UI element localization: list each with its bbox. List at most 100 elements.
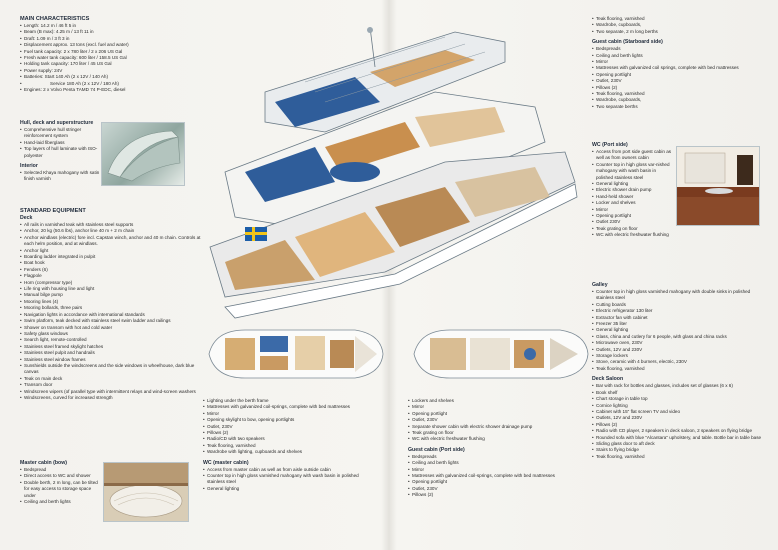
list-item: Windscreen wipers (of parallel type with… xyxy=(20,389,205,396)
list-item: Electric refrigerator 130 liter xyxy=(592,308,764,315)
list-item: Wardrobe with lighting, cupboards and sh… xyxy=(203,449,373,456)
list-item: Radio with CD player, 2 speakers in deck… xyxy=(592,428,764,435)
hull-photo xyxy=(101,122,185,186)
list-item: Teak flooring, varnished xyxy=(592,454,764,461)
list-item: Book shelf xyxy=(592,390,764,397)
list-item: Mooring lines (4) xyxy=(20,299,205,306)
list-item: Counter top in high gloss var-nished mah… xyxy=(592,162,672,181)
list-item: General lighting xyxy=(592,181,672,188)
deck-title: Deck xyxy=(20,215,33,221)
list-item: Fenders (6) xyxy=(20,267,205,274)
list-item: Wardrobe, cupboards, xyxy=(592,97,762,104)
list-item: General lighting xyxy=(203,486,373,493)
main-characteristics-list: Length: 14.2 m / 46 ft 5 in Beam (B max)… xyxy=(20,23,180,94)
list-item: Opening portlight xyxy=(408,411,578,418)
master-title: Master cabin (bow) xyxy=(20,460,67,466)
list-item: Teak flooring, varnished xyxy=(592,91,762,98)
list-item: Access from port side guest cabin as wel… xyxy=(592,149,672,162)
list-item: Teak grating on floor xyxy=(408,430,578,437)
list-item: Transom door xyxy=(20,382,205,389)
master-cabin-section: Master cabin (bow) Bedspread Direct acce… xyxy=(20,460,100,509)
list-item: Hand-held shower xyxy=(592,194,672,201)
main-characteristics-title: MAIN CHARACTERISTICS xyxy=(20,16,90,22)
list-item: Beam (B max): 4.25 m / 13 ft 11 in xyxy=(20,29,180,36)
list-item: Boarding ladder integrated in pulpit xyxy=(20,254,205,261)
guest-port-title: Guest cabin (Port side) xyxy=(408,446,465,453)
guest-starboard-title: Guest cabin (Starboard side) xyxy=(592,39,663,46)
list-item: Hand-laid fiberglass xyxy=(20,140,100,147)
list-item: Mirror xyxy=(408,404,578,411)
list-item: Teak grating on floor xyxy=(592,226,672,233)
list-item: Shower on transom with hot and cold wate… xyxy=(20,325,205,332)
list-item: Displacement approx. 13 tons (excl. fuel… xyxy=(20,42,180,49)
list-item: Separate shower cabin with electric show… xyxy=(408,424,578,431)
mid2-column: Lockers and shelves Mirror Opening portl… xyxy=(408,398,578,503)
list-item: Microwave oven, 230V xyxy=(592,340,764,347)
list-item: Ceiling and berth lights xyxy=(592,53,762,60)
list-item: Mattresses with galvanized coil-springs,… xyxy=(203,404,373,411)
list-item: Top layers of hull laminate with ISO-pol… xyxy=(20,146,100,159)
list-item: Cutting boards xyxy=(592,302,764,309)
list-item: Ceiling and berth lights xyxy=(408,460,578,467)
list-item: Two separate berths xyxy=(592,104,762,111)
list-item: Outlet, 230V xyxy=(203,424,373,431)
list-item: All rails in varnished teak with stainle… xyxy=(20,222,205,229)
list-item: Mirror xyxy=(408,467,578,474)
list-item: Selected Khaya mahogany with satin finis… xyxy=(20,170,100,183)
list-item: Batteries: Start 140 Ah (2 x 12V / 140 A… xyxy=(20,74,180,81)
list-item: Wardrobe, cupboards, xyxy=(592,22,762,29)
list-item: Windscreens, curved for increased streng… xyxy=(20,395,205,402)
list-item: Teak flooring, varnished xyxy=(203,443,373,450)
list-item: Horn (compressor type) xyxy=(20,280,205,287)
list-item: Cornice lighting xyxy=(592,403,764,410)
list-item: Pillows (2) xyxy=(592,85,762,92)
list-item: Search light, remote-controlled xyxy=(20,337,205,344)
list-item: Bar with rack for bottles and glasses, i… xyxy=(592,383,764,390)
galley-section: Galley Counter top in high gloss varnish… xyxy=(592,282,764,464)
list-item: Ceiling and berth lights xyxy=(20,499,100,506)
list-item: Holding tank capacity: 170 liter / 45 US… xyxy=(20,61,180,68)
list-item: Freezer 35 liter xyxy=(592,321,764,328)
list-item: Mirror xyxy=(592,59,762,66)
list-item: Counter top in high gloss varnished maho… xyxy=(203,473,373,486)
list-item: Manual bilge pump xyxy=(20,292,205,299)
wc-port-section: WC (Port side) Access from port side gue… xyxy=(592,142,672,243)
list-item: Teak flooring, varnished xyxy=(592,16,762,23)
list-item: Anchor, 20 kg (50.6 lbs), anchor line 40… xyxy=(20,228,205,235)
list-item: Stainless steel pulpit and handrails xyxy=(20,350,205,357)
list-item: General lighting xyxy=(592,327,764,334)
deck-list: All rails in varnished teak with stainle… xyxy=(20,222,205,402)
list-item: Outlet, 230V xyxy=(592,78,762,85)
list-item: Anchor windlass (electric) fore incl. Ca… xyxy=(20,235,205,248)
list-item: Double berth, 2 m long, can be tilted fo… xyxy=(20,480,100,499)
list-item: Locker and shelves xyxy=(592,200,672,207)
list-item: Bedspread xyxy=(20,467,100,474)
list-item: Stainless steel window frames xyxy=(20,357,205,364)
list-item: Swim platform, teak decked with stainles… xyxy=(20,318,205,325)
list-item: Pillows (2) xyxy=(592,422,764,429)
list-item: Draft: 1.09 m / 3 ft 3 in xyxy=(20,36,180,43)
list-item: Chart storage in table top xyxy=(592,396,764,403)
mid-column: Lighting under the berth frame Mattresse… xyxy=(203,398,373,496)
list-item: Navigation lights in accordance with int… xyxy=(20,312,205,319)
list-item: Opening skylight to bow, opening portlig… xyxy=(203,417,373,424)
list-item: Comprehensive hull stringer reinforcemen… xyxy=(20,127,100,140)
list-item: Mattresses with galvanized coil-springs,… xyxy=(408,473,578,480)
list-item: Access from master cabin as well as from… xyxy=(203,467,373,474)
list-item: Mooring bollards, three pairs xyxy=(20,305,205,312)
list-item: Fuel tank capacity: 2 x 780 liter / 2 x … xyxy=(20,49,180,56)
list-item: Lighting under the berth frame xyxy=(203,398,373,405)
list-item: Sunshields outside the windscreens and t… xyxy=(20,363,205,376)
list-item: Outlet 230V xyxy=(592,219,672,226)
list-item: Anchor light xyxy=(20,248,205,255)
yacht-cutaway-illustration xyxy=(209,26,578,319)
list-item: WC with electric freshwater flushing xyxy=(408,436,578,443)
list-item: Outlet, 230V xyxy=(408,486,578,493)
list-item: Engines: 2 x Volvo Penta TAMD 74 P-EDC, … xyxy=(20,87,180,94)
list-item: Stairs to flying bridge xyxy=(592,447,764,454)
list-item: Bedspreads xyxy=(592,46,762,53)
master-cabin-photo xyxy=(103,462,189,522)
list-item: Rounded sofa with blue "Alcantara" uphol… xyxy=(592,435,764,442)
list-item: Pillows (2) xyxy=(203,430,373,437)
